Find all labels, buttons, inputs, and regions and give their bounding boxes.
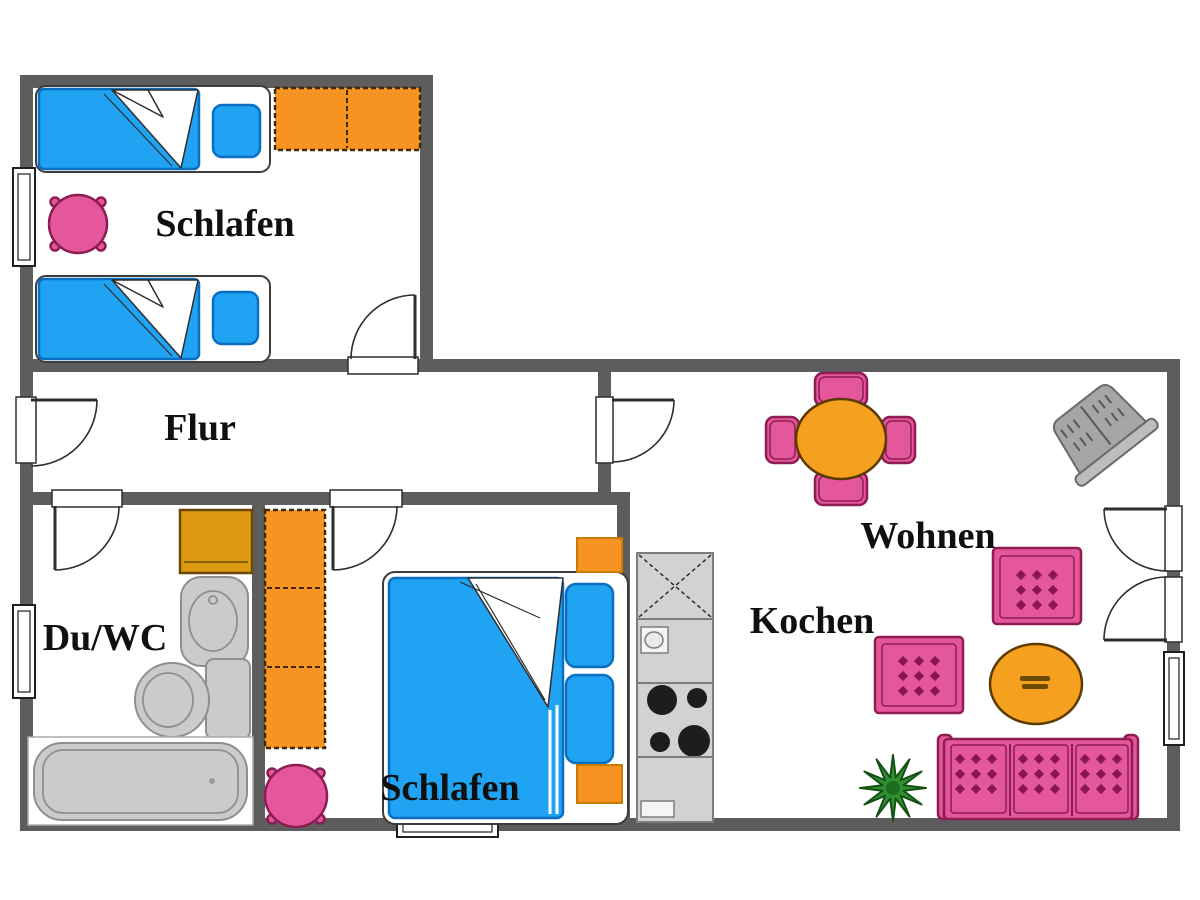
kitchen-sink-unit [636,618,714,684]
tv [1052,383,1159,487]
dining-set [764,371,917,507]
room-living: Wohnen [764,371,1159,822]
door-bedroom-top [347,294,419,375]
stove [636,682,714,758]
door-living-upper [1103,505,1183,572]
plant [859,754,927,822]
window-bedroom-top [12,167,36,267]
wall-bath-east [252,492,265,831]
entry-door [15,396,98,467]
round-table-bedroom-main [263,763,329,829]
doors [15,294,1183,643]
kitchen-cabinet-x [636,552,714,620]
door-bedroom-main [329,489,403,571]
wall-hall-south [20,492,630,505]
nightstand-top [576,537,623,573]
double-bed [382,571,629,825]
toilet [134,658,251,740]
label-living: Wohnen [860,515,995,557]
single-bed-1 [35,85,271,173]
round-table-bedroom-top [47,193,109,255]
wardrobe-bedroom-main [263,508,327,750]
room-kitchen: Kochen [636,552,875,823]
armchair-top [991,546,1083,626]
label-bathroom: Du/WC [43,617,168,659]
label-hallway: Flur [164,407,236,449]
bathtub [27,736,254,826]
coffee-table [988,642,1084,726]
pillow [211,103,262,159]
armchair-left [873,635,965,715]
dining-table [794,397,888,481]
bathroom-cabinet [178,508,254,575]
wall-bedroom-top [20,75,433,88]
window-bathroom [12,604,36,699]
room-bedroom-top: Schlafen [35,85,422,363]
dining-chair-left [764,415,801,465]
sofa [936,733,1140,821]
wardrobe-bedroom-top [273,86,422,152]
door-living-lower [1103,576,1183,643]
room-bedroom-main: Schlafen [263,508,629,829]
nightstand-bottom [576,764,623,804]
label-bedroom-top: Schlafen [155,203,294,245]
door-bathroom [51,489,123,571]
kitchen-base-cabinet [636,756,714,823]
window-living [1163,651,1185,746]
pillow [564,673,615,765]
pillow [211,290,260,346]
door-hall-living [595,396,675,464]
single-bed-2 [35,275,271,363]
room-bathroom: Du/WC [27,508,254,826]
pillow [564,582,615,669]
label-kitchen: Kochen [750,600,875,642]
sink [180,576,249,667]
label-bedroom-main: Schlafen [380,767,519,809]
wall-main-top [20,359,1180,372]
wall-bedroom-right [420,75,433,372]
